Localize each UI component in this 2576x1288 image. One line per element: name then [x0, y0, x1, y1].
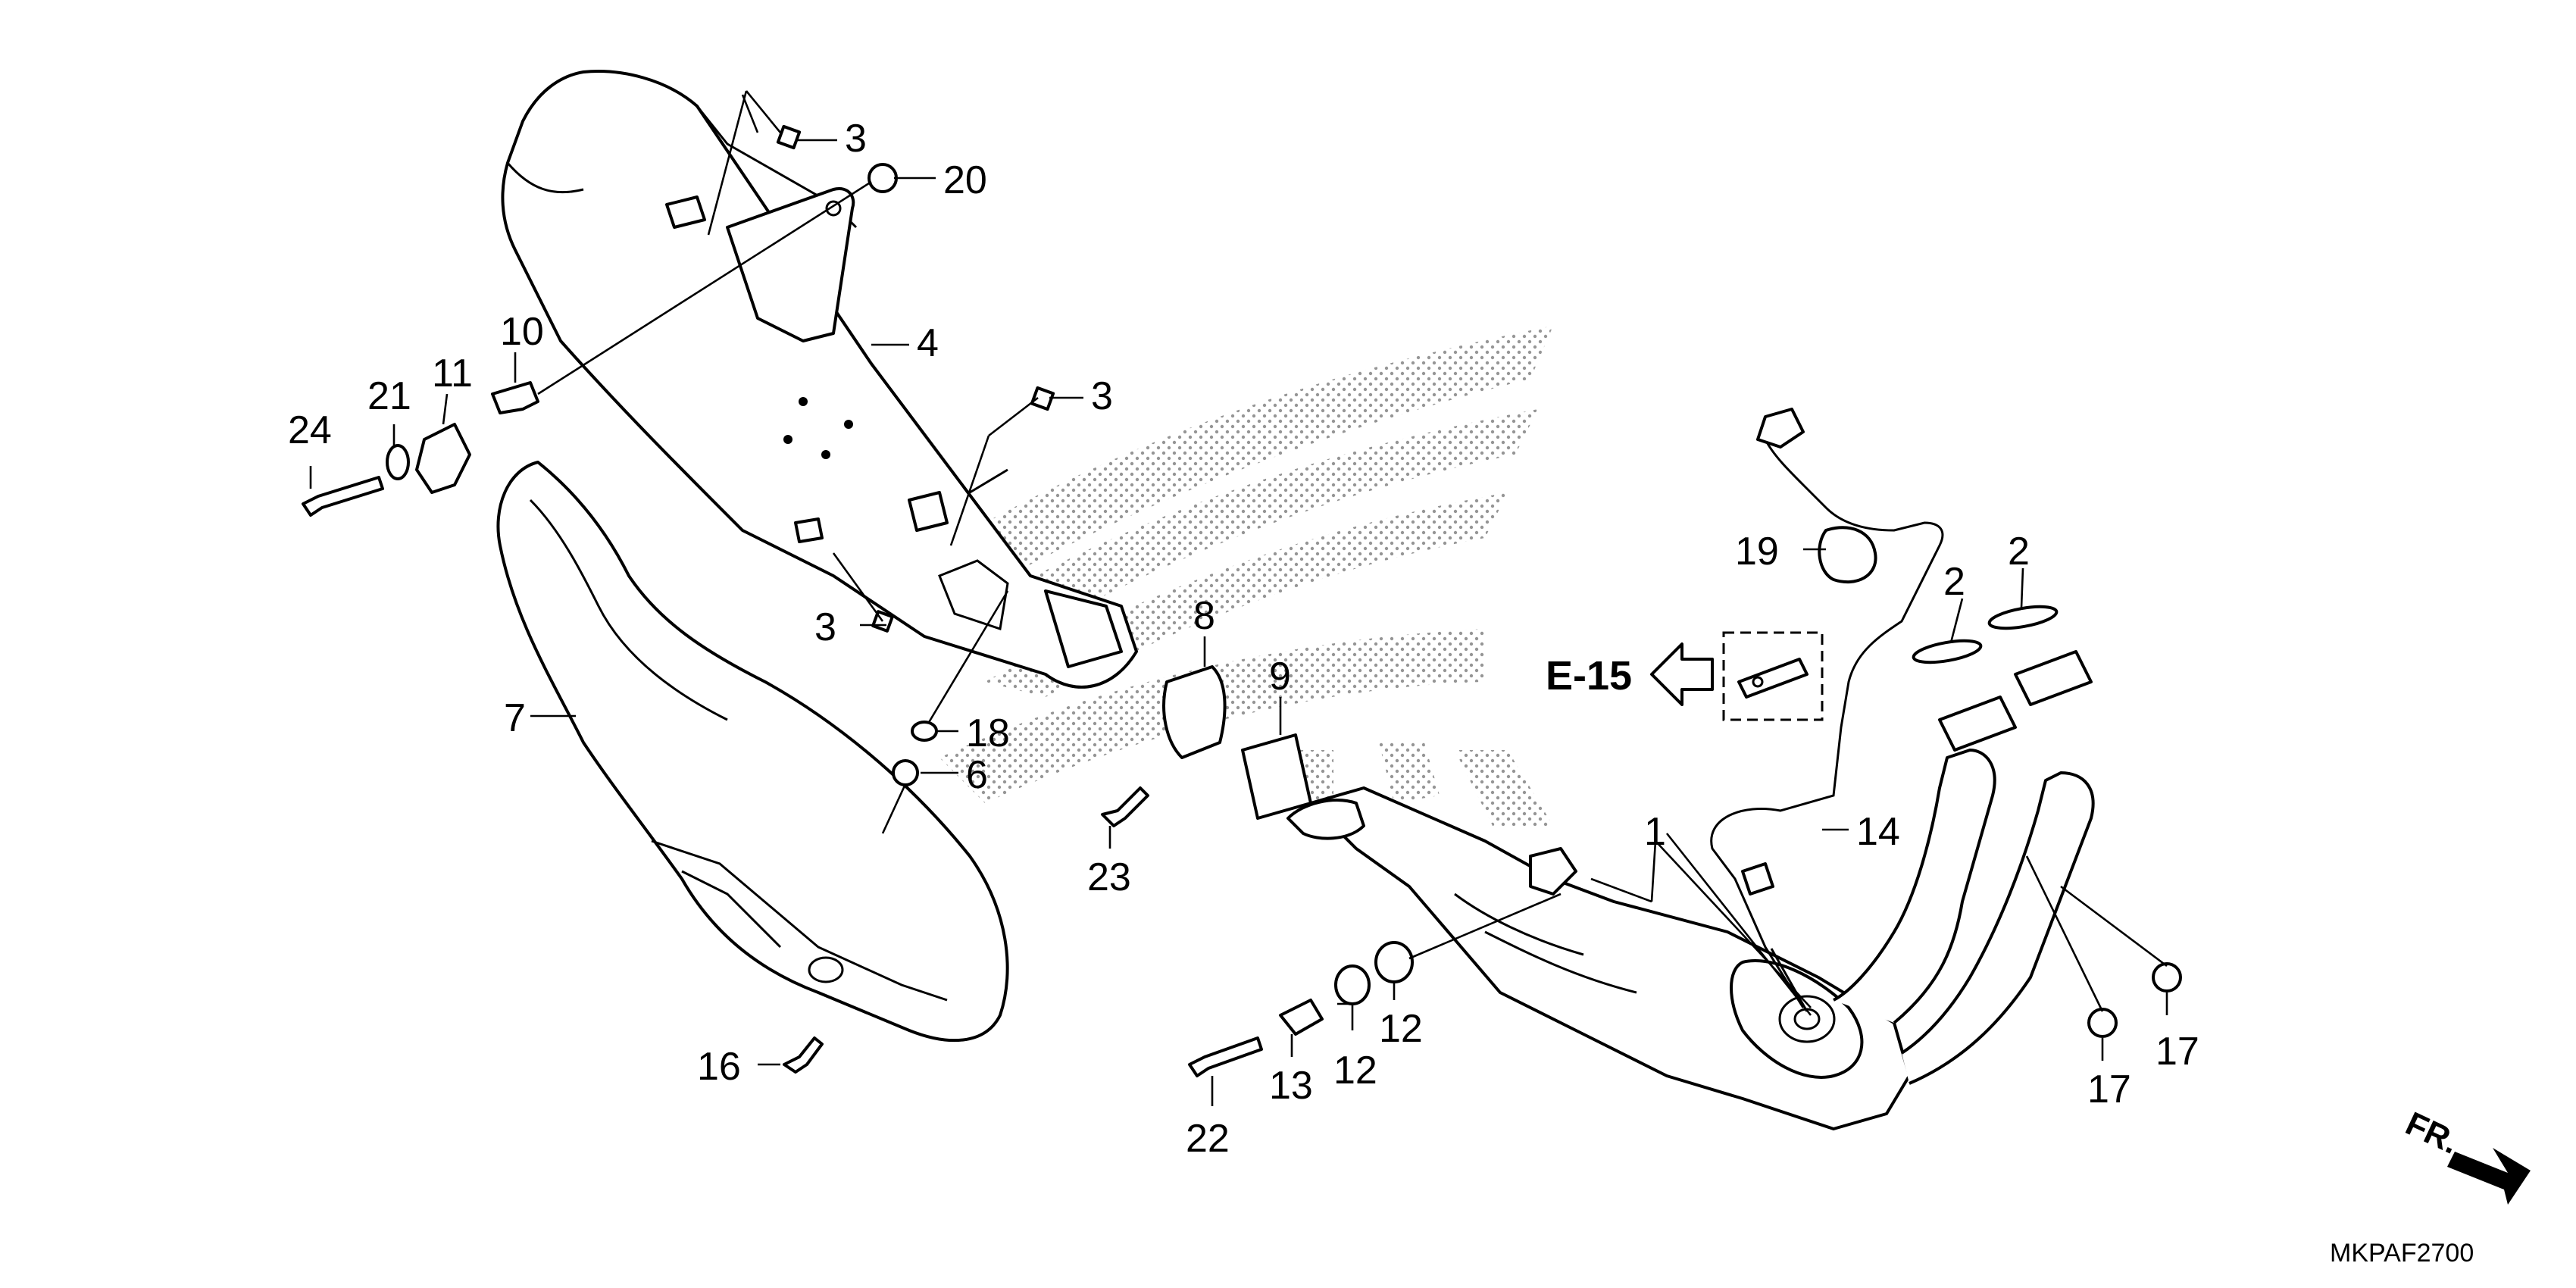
part-12-grommet [1374, 941, 1414, 983]
callout-23: 23 [1087, 855, 1131, 899]
callout-1: 1 [1644, 810, 1666, 854]
leader-lines [309, 90, 2168, 1106]
part-21-washer [386, 444, 410, 480]
part-12-grommet [1334, 964, 1371, 1005]
part-11-grommet [415, 423, 471, 494]
part-8-gasket [1162, 665, 1227, 759]
part-23-bolt [1101, 786, 1149, 827]
part-2-gasket [1912, 639, 1983, 664]
callout-14: 14 [1856, 810, 1900, 854]
callout-19: 19 [1735, 530, 1779, 574]
part-13-collar [1279, 999, 1324, 1036]
callout-4: 4 [917, 321, 939, 365]
callout-3: 3 [814, 605, 836, 649]
callout-24: 24 [288, 408, 332, 452]
callout-10: 10 [500, 310, 544, 354]
callout-3: 3 [845, 117, 867, 161]
callout-20: 20 [943, 158, 987, 202]
part-4-muffler-shell [501, 70, 1138, 689]
part-22-bolt [1188, 1036, 1263, 1077]
part-17-nut [2152, 962, 2182, 993]
callout-22: 22 [1186, 1117, 1230, 1161]
part-1-exhaust-pipe [1286, 650, 2095, 1130]
callout-11: 11 [432, 352, 473, 395]
e15-reference-box [1722, 631, 1824, 721]
part-20-nut [868, 163, 898, 193]
front-direction-arrow [2447, 1148, 2531, 1205]
part-3-nut [1030, 386, 1055, 411]
callout-3: 3 [1091, 374, 1113, 418]
callout-labels: 1 2 2 3 3 3 4 6 7 8 9 10 11 12 12 13 14 … [288, 117, 2199, 1161]
callout-6: 6 [966, 753, 988, 797]
part-16-bolt [783, 1036, 824, 1074]
reference-e15-label: E-15 [1546, 653, 1632, 699]
callout-18: 18 [966, 711, 1010, 755]
callout-17: 17 [2087, 1068, 2131, 1111]
part-3-nut [776, 124, 802, 150]
diagram-code: MKPAF2700 [2330, 1239, 2474, 1268]
callout-17: 17 [2156, 1030, 2199, 1074]
part-2-gasket [1987, 605, 2059, 630]
loose-parts [302, 124, 2182, 1077]
part-19-clamp [1818, 526, 1877, 584]
callout-16: 16 [697, 1045, 741, 1089]
callout-21: 21 [367, 374, 411, 418]
part-18-clip [911, 721, 938, 742]
callout-7: 7 [504, 696, 526, 740]
part-6-nut [892, 759, 919, 786]
part-14-sensor-wire [1710, 408, 1944, 1012]
part-10-collar [491, 381, 539, 414]
part-17-nut [2087, 1008, 2118, 1038]
callout-13: 13 [1269, 1064, 1313, 1108]
callout-8: 8 [1193, 594, 1215, 638]
e15-reference-arrow [1650, 642, 1714, 706]
callout-9: 9 [1269, 655, 1291, 699]
part-9-ring [1241, 733, 1312, 820]
part-7-heat-shield [496, 461, 1009, 1043]
part-24-bolt [302, 476, 384, 517]
callout-2: 2 [1943, 560, 1965, 604]
callout-12: 12 [1333, 1049, 1377, 1093]
callout-2: 2 [2008, 530, 2030, 574]
callout-12: 12 [1379, 1007, 1423, 1051]
